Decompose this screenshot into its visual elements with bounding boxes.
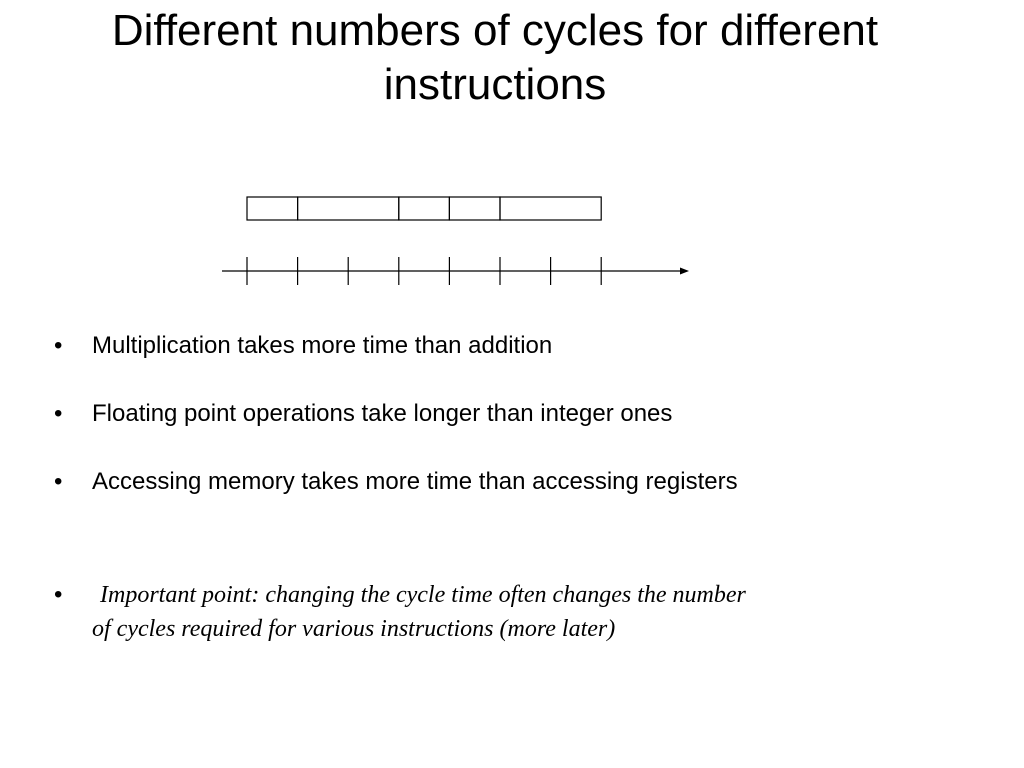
important-line-2: of cycles required for various instructi… xyxy=(92,616,616,642)
slide-title-line-1: Different numbers of cycles for differen… xyxy=(111,6,879,55)
bullet-text: Accessing memory takes more time than ac… xyxy=(92,468,738,495)
instruction-box-5 xyxy=(499,196,602,221)
instruction-box-3 xyxy=(398,196,450,221)
cycle-timing-diagram xyxy=(222,196,689,285)
bullet-text: Floating point operations take longer th… xyxy=(92,400,673,427)
bullet-important-point: • Important point: changing the cycle ti… xyxy=(52,578,952,646)
instruction-box-2 xyxy=(297,196,400,221)
instruction-boxes xyxy=(246,196,602,221)
bullet-dot: • xyxy=(54,581,63,608)
bullet-dot: • xyxy=(54,332,63,359)
instruction-box-1 xyxy=(246,196,299,221)
bullet-floating-point: • Floating point operations take longer … xyxy=(52,394,952,434)
bullet-multiplication: • Multiplication takes more time than ad… xyxy=(52,326,952,366)
arrow-head-icon xyxy=(680,267,689,275)
slide-title-line-2: instructions xyxy=(383,60,607,109)
bullet-dot: • xyxy=(54,468,63,495)
instruction-box-4 xyxy=(448,196,501,221)
clock-timeline xyxy=(222,257,689,285)
important-line-1: Important point: changing the cycle time… xyxy=(100,582,746,608)
bullet-memory-access: • Accessing memory takes more time than … xyxy=(52,462,952,502)
slide-title: Different numbers of cycles for differen… xyxy=(0,4,990,112)
bullet-list: • Multiplication takes more time than ad… xyxy=(52,326,952,646)
bullet-dot: • xyxy=(54,400,63,427)
bullet-text: Multiplication takes more time than addi… xyxy=(92,332,553,359)
